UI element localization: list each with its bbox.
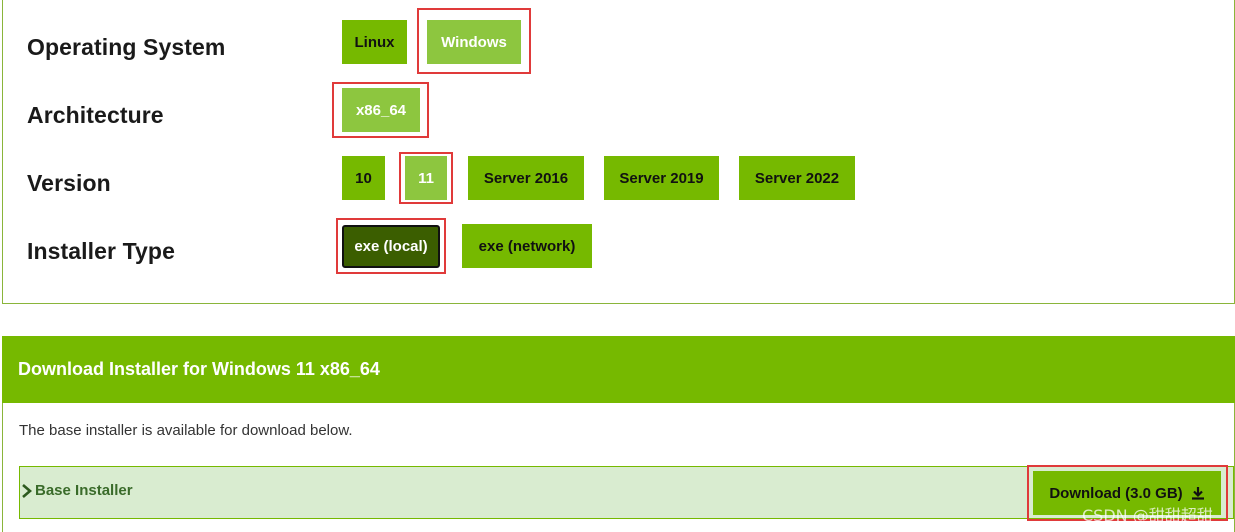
- installer-type-label: Installer Type: [27, 238, 175, 264]
- download-button[interactable]: Download (3.0 GB): [1033, 471, 1221, 515]
- download-description: The base installer is available for down…: [19, 422, 353, 439]
- chevron-right-icon: [22, 483, 32, 498]
- os-option-linux[interactable]: Linux: [342, 20, 407, 64]
- installer-option-exe-local[interactable]: exe (local): [342, 225, 440, 268]
- version-option-10[interactable]: 10: [342, 156, 385, 200]
- selector-panel: [2, 0, 1235, 304]
- version-option-server-2016[interactable]: Server 2016: [468, 156, 584, 200]
- version-option-server-2019[interactable]: Server 2019: [604, 156, 719, 200]
- download-header: Download Installer for Windows 11 x86_64: [2, 336, 1235, 403]
- download-body: The base installer is available for down…: [2, 403, 1235, 532]
- base-installer-row[interactable]: Base Installer: [19, 466, 1234, 519]
- installer-option-exe-network[interactable]: exe (network): [462, 224, 592, 268]
- version-option-11[interactable]: 11: [405, 156, 447, 200]
- arch-label: Architecture: [27, 102, 164, 128]
- version-option-server-2022[interactable]: Server 2022: [739, 156, 855, 200]
- arch-option-x86-64[interactable]: x86_64: [342, 88, 420, 132]
- watermark: CSDN @甜甜超甜: [1082, 506, 1213, 525]
- os-label: Operating System: [27, 34, 226, 60]
- os-option-windows[interactable]: Windows: [427, 20, 521, 64]
- version-label: Version: [27, 170, 111, 196]
- base-installer-toggle[interactable]: Base Installer: [21, 482, 133, 499]
- download-button-label: Download (3.0 GB): [1049, 484, 1183, 502]
- base-installer-label: Base Installer: [35, 482, 133, 499]
- download-icon: [1191, 487, 1204, 500]
